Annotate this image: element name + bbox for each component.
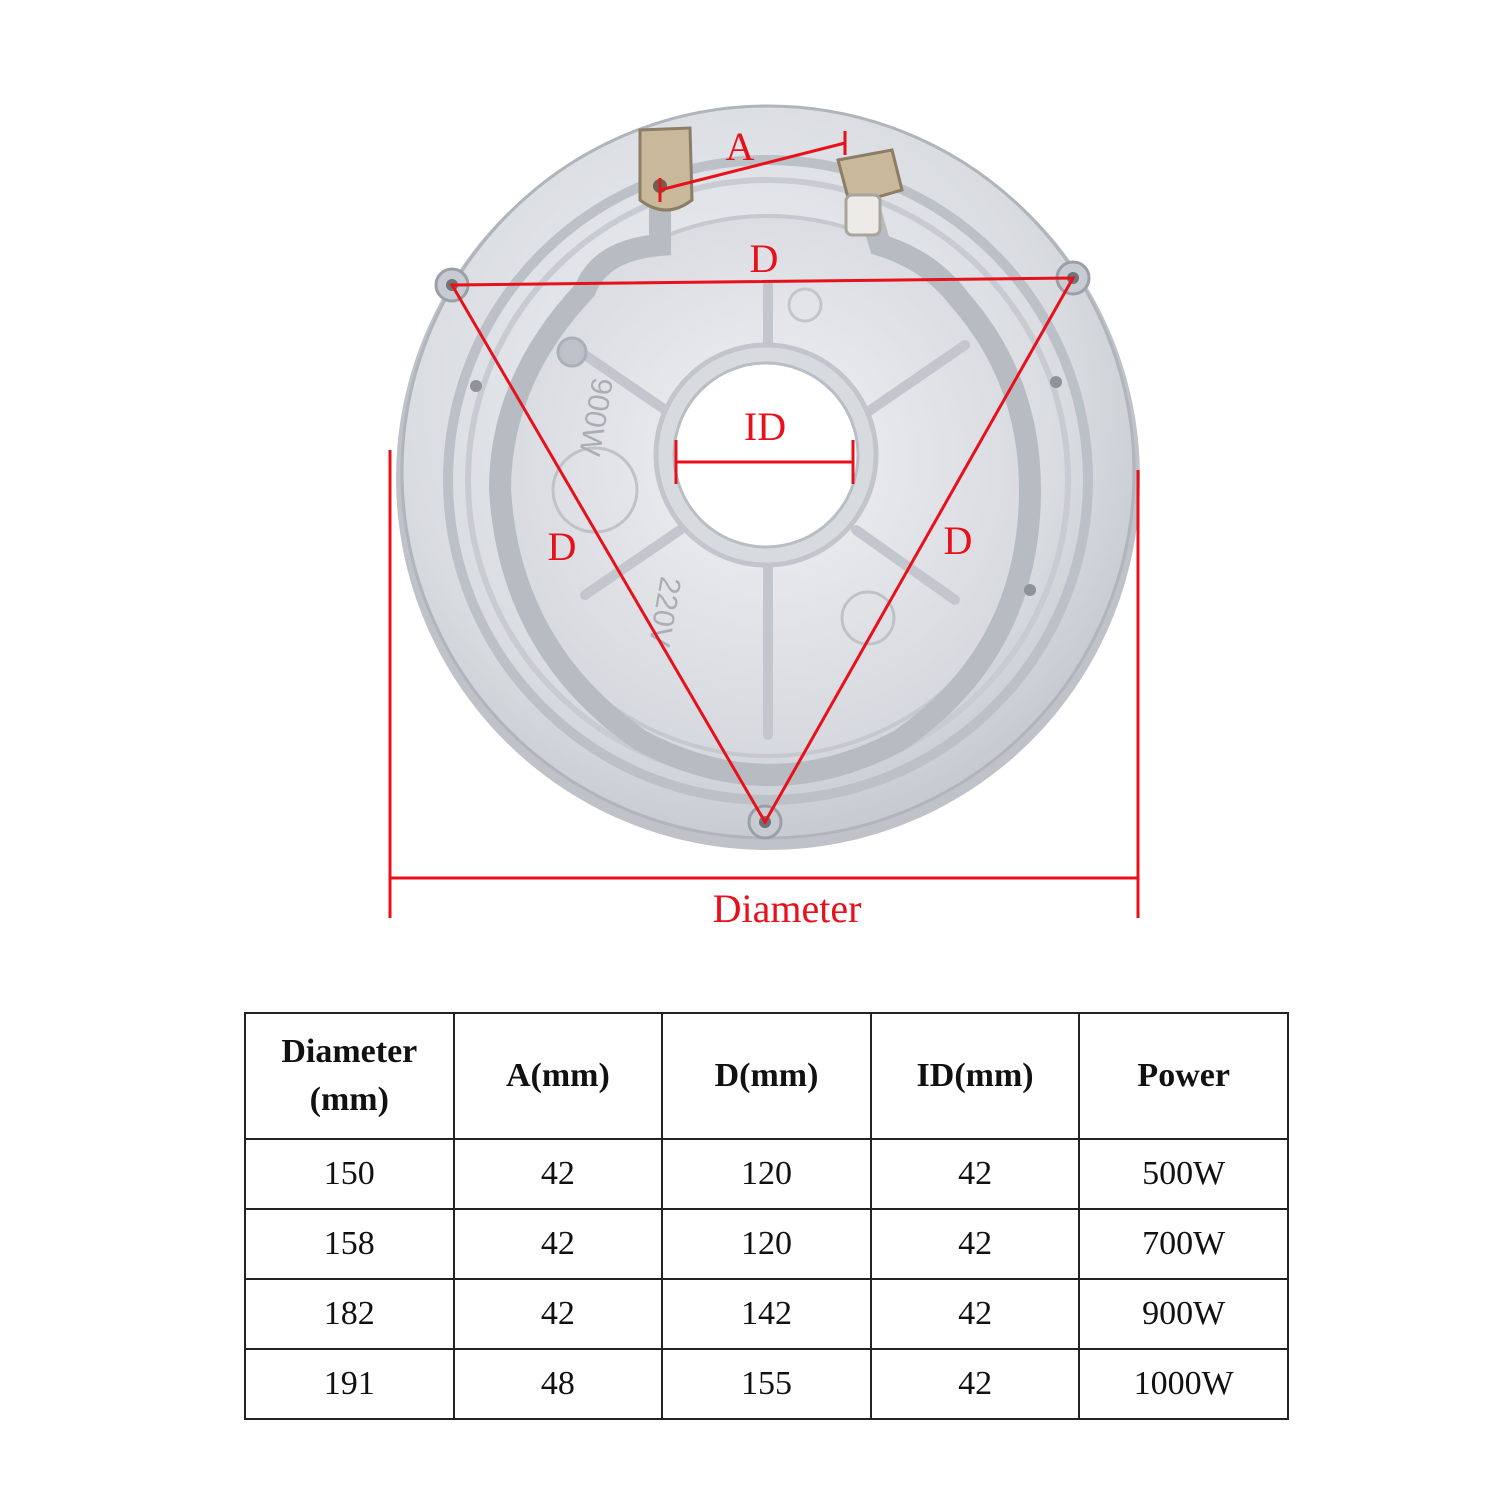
label-inner-diameter: ID (744, 404, 786, 449)
table-row: 182 42 142 42 900W (244, 1278, 1289, 1350)
cell-d: 155 (661, 1348, 872, 1420)
label-mount-spacing-right: D (944, 518, 973, 563)
header-id-text: ID(mm) (916, 1057, 1034, 1094)
table-row: 150 42 120 42 500W (244, 1138, 1289, 1210)
table-row: 158 42 120 42 700W (244, 1208, 1289, 1280)
cell-a: 42 (452, 1208, 664, 1280)
header-power-text: Power (1137, 1057, 1230, 1094)
cell-diameter: 158 (244, 1208, 455, 1280)
header-diameter-line2: (mm) (309, 1081, 389, 1118)
cell-d: 120 (661, 1138, 872, 1210)
cell-diameter: 150 (244, 1138, 455, 1210)
heating-plate-diagram: 900W 220V A D D D ID Diameter (388, 104, 1140, 931)
header-d: D(mm) (661, 1012, 872, 1140)
label-mount-spacing-top: D (750, 236, 779, 281)
header-a: A(mm) (452, 1012, 664, 1140)
header-diameter-line1: Diameter (281, 1033, 418, 1070)
heating-plate-icon (396, 104, 1140, 850)
label-mount-spacing-left: D (548, 524, 577, 569)
header-a-text: A(mm) (505, 1057, 610, 1094)
cell-id: 42 (869, 1348, 1081, 1420)
header-id: ID(mm) (869, 1012, 1081, 1140)
cell-power: 1000W (1078, 1348, 1289, 1420)
terminal-icon (638, 126, 904, 237)
cell-d: 142 (661, 1278, 872, 1350)
header-diameter: Diameter (mm) (244, 1012, 455, 1140)
cell-a: 48 (452, 1348, 664, 1420)
cell-diameter: 182 (244, 1278, 455, 1350)
cell-a: 42 (452, 1278, 664, 1350)
cell-power: 500W (1078, 1138, 1289, 1210)
header-d-text: D(mm) (714, 1057, 819, 1094)
header-power: Power (1078, 1012, 1289, 1140)
label-outer-diameter: Diameter (713, 886, 862, 931)
cell-power: 700W (1078, 1208, 1289, 1280)
table-row: 191 48 155 42 1000W (244, 1348, 1289, 1420)
cell-id: 42 (869, 1278, 1081, 1350)
cell-power: 900W (1078, 1278, 1289, 1350)
spec-table: Diameter (mm) A(mm) D(mm) ID(mm) Power 1… (244, 1012, 1289, 1420)
table-header-row: Diameter (mm) A(mm) D(mm) ID(mm) Power (244, 1012, 1289, 1140)
label-terminal-spacing: A (726, 124, 755, 169)
cell-a: 42 (452, 1138, 664, 1210)
cell-d: 120 (661, 1208, 872, 1280)
cell-id: 42 (869, 1208, 1081, 1280)
cell-diameter: 191 (244, 1348, 455, 1420)
cell-id: 42 (869, 1138, 1081, 1210)
